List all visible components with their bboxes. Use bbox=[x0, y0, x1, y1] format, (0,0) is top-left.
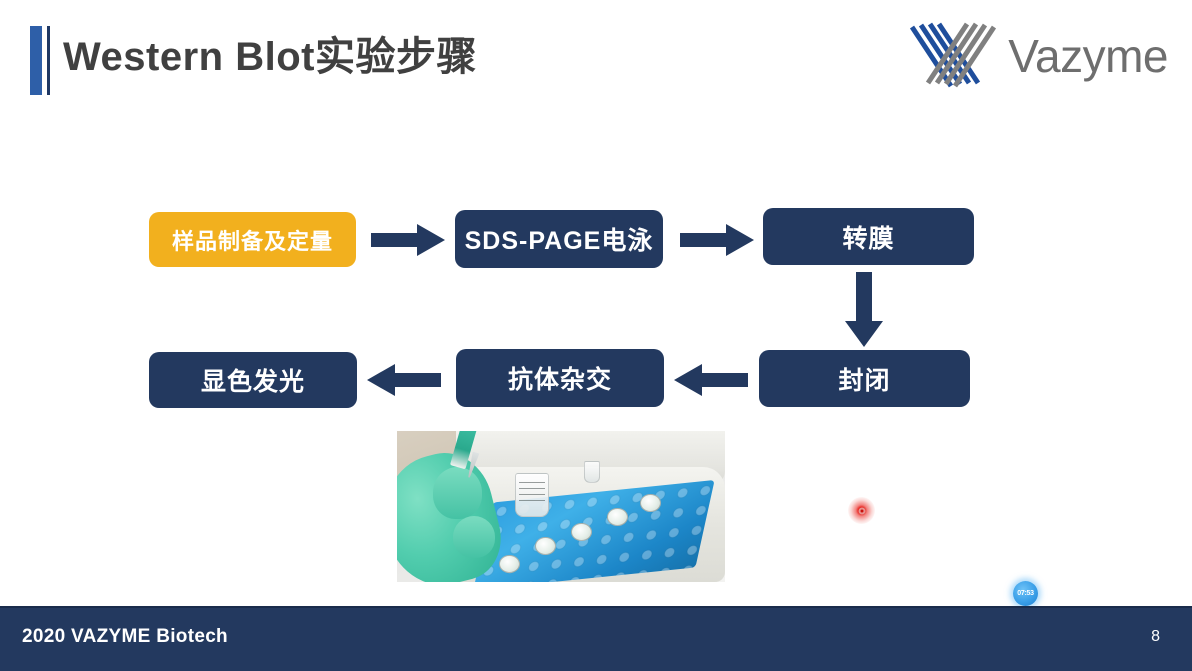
flow-step-detection[interactable]: 显色发光 bbox=[149, 352, 357, 408]
title-accent-line bbox=[47, 26, 50, 95]
red-dot-core bbox=[858, 507, 865, 514]
timer-label: 07:53 bbox=[1017, 590, 1034, 597]
flow-step-blocking[interactable]: 封闭 bbox=[759, 350, 970, 407]
red-recording-dot-icon bbox=[848, 497, 875, 524]
flow-arrow-right-1 bbox=[371, 224, 445, 256]
flow-arrow-down bbox=[845, 272, 883, 347]
photo-tube bbox=[606, 508, 628, 526]
slide-footer: 2020 VAZYME Biotech 8 bbox=[0, 606, 1192, 671]
timer-badge[interactable]: 07:53 bbox=[1013, 581, 1038, 606]
vazyme-chevron-logo-icon bbox=[910, 20, 997, 92]
photo-finger bbox=[452, 515, 496, 558]
photo-tube bbox=[534, 536, 556, 555]
flow-arrow-left-1 bbox=[674, 364, 748, 396]
title-accent-bar bbox=[30, 26, 42, 95]
photo-vial-label bbox=[519, 481, 545, 504]
photo-tube bbox=[639, 494, 661, 513]
flow-step-antibody-hybridization[interactable]: 抗体杂交 bbox=[456, 349, 664, 407]
flow-step-label: SDS-PAGE电泳 bbox=[464, 227, 654, 255]
photo-tube bbox=[570, 523, 592, 542]
page-number: 8 bbox=[1151, 628, 1160, 645]
brand-logo-text: Vazyme bbox=[1008, 30, 1168, 82]
flow-step-label: 封闭 bbox=[838, 366, 891, 395]
page-title: Western Blot实验步骤 bbox=[63, 35, 477, 79]
flow-step-label: 显色发光 bbox=[200, 368, 305, 396]
footer-copyright: 2020 VAZYME Biotech bbox=[22, 626, 228, 647]
photo-tube bbox=[498, 554, 520, 573]
photo-reagent-vial bbox=[515, 473, 550, 518]
lab-photo bbox=[397, 431, 725, 582]
flow-step-label: 抗体杂交 bbox=[507, 366, 612, 394]
flow-step-sds-page[interactable]: SDS-PAGE电泳 bbox=[455, 210, 663, 268]
flow-step-transfer[interactable]: 转膜 bbox=[763, 208, 974, 265]
photo-small-vial bbox=[583, 461, 600, 484]
flow-arrow-left-2 bbox=[367, 364, 441, 396]
flow-step-label: 样品制备及定量 bbox=[171, 228, 333, 254]
brand-logo: Vazyme bbox=[910, 20, 1168, 92]
flow-step-label: 转膜 bbox=[842, 224, 895, 253]
photo-finger bbox=[433, 467, 483, 519]
flow-arrow-right-2 bbox=[680, 224, 754, 256]
flow-step-sample-prep[interactable]: 样品制备及定量 bbox=[149, 212, 356, 267]
